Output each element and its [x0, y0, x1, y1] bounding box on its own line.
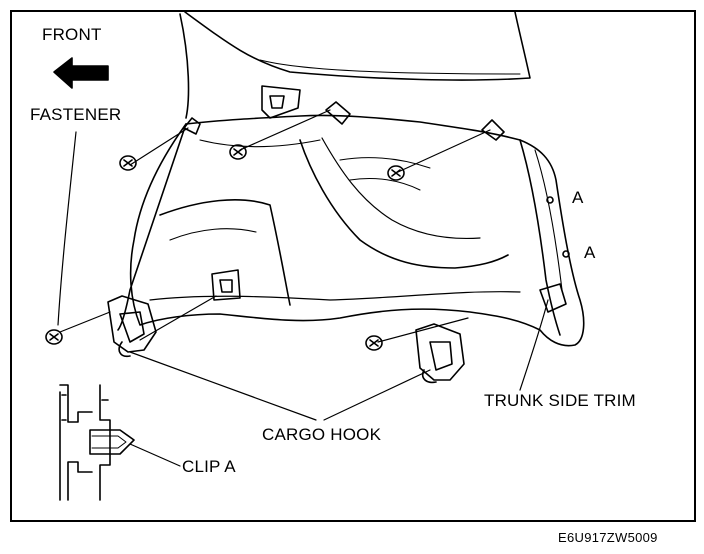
panel-left-flange	[117, 123, 187, 331]
front-label: FRONT	[42, 25, 102, 44]
clip-a-marker-lower: A	[584, 243, 596, 262]
clip-a-marker-upper: A	[572, 188, 584, 207]
fastener-leader-5	[59, 311, 111, 333]
mount-tab	[183, 117, 201, 135]
figure-code: E6U917ZW5009	[558, 530, 658, 545]
clip-a-label: CLIP A	[182, 457, 236, 476]
panel-clip-square	[211, 269, 241, 301]
fastener-leader-3	[239, 109, 331, 151]
cargo-hook-label: CARGO HOOK	[262, 425, 382, 444]
cargo-hook-leader-right	[323, 369, 431, 421]
body-roof-outline	[184, 11, 531, 81]
mount-tab	[481, 119, 505, 141]
upper-bracket	[261, 85, 301, 119]
fastener-icon	[365, 335, 383, 351]
cargo-hook-right	[415, 323, 465, 384]
rear-pillar-trim	[519, 139, 561, 336]
rear-latch	[539, 283, 567, 313]
fastener-icon	[387, 165, 405, 181]
inner-recess-2	[169, 228, 257, 241]
contour-lines	[339, 157, 431, 191]
panel-lower-edge	[149, 291, 521, 301]
clip-a-detail	[59, 384, 135, 501]
front-arrow-icon	[53, 57, 109, 89]
fastener-label: FASTENER	[30, 105, 122, 124]
clip-a-leader	[129, 443, 181, 467]
wheelhouse-contour	[299, 139, 509, 269]
wheelhouse-inner	[321, 137, 481, 240]
body-pillar-outline	[179, 13, 190, 119]
diagram-frame	[10, 10, 696, 522]
mount-tab	[325, 101, 351, 125]
clip-a-point	[546, 196, 554, 204]
panel-ridge	[199, 139, 321, 148]
fastener-leader-4	[397, 129, 491, 173]
rear-pillar-trim-2	[534, 149, 563, 291]
trim-panel-outline	[129, 114, 585, 347]
fastener-icon	[119, 155, 137, 171]
fastener-icon	[229, 144, 247, 160]
fastener-leader-1	[57, 131, 77, 326]
cargo-hook-leader-left	[129, 351, 317, 421]
clip-a-point	[562, 250, 570, 258]
trunk-side-trim-label: TRUNK SIDE TRIM	[484, 391, 636, 410]
fastener-leader-2	[129, 127, 189, 166]
inner-recess	[159, 199, 291, 306]
fastener-icon	[45, 329, 63, 345]
fastener-leader-6	[377, 317, 469, 343]
window-edge	[259, 59, 521, 75]
clip-leader	[139, 295, 217, 341]
cargo-hook-left	[107, 295, 157, 358]
trunk-trim-leader	[519, 299, 549, 391]
